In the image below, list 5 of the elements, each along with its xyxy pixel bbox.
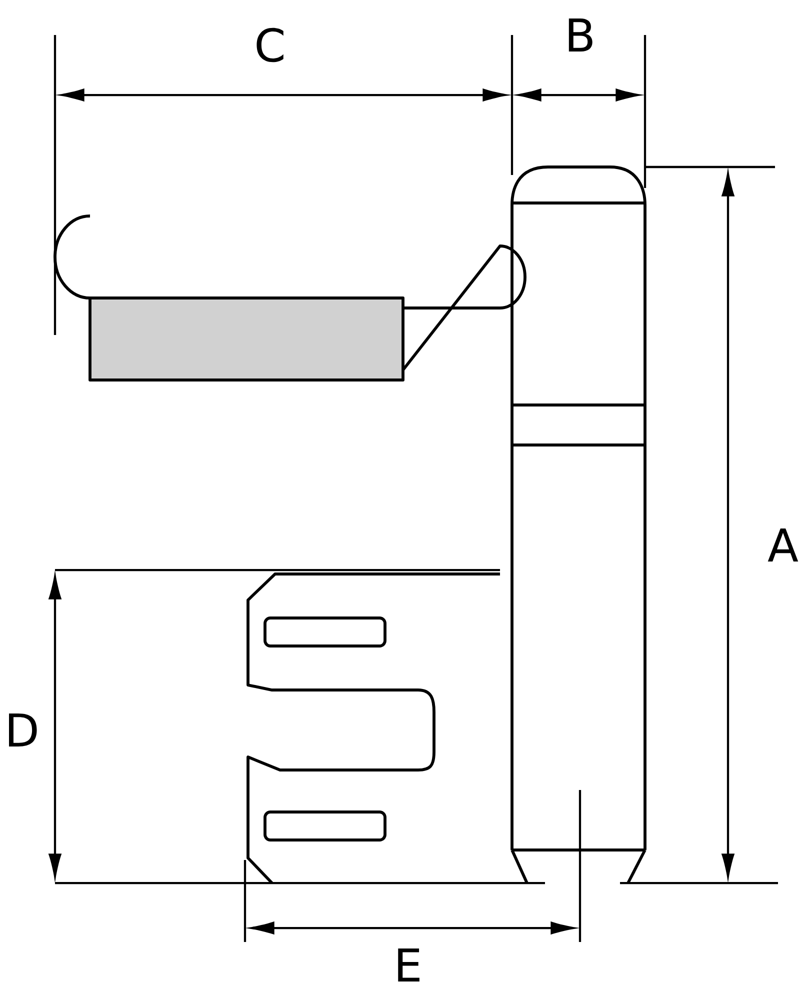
dimension-label: D bbox=[9, 714, 37, 747]
dimension-label: B bbox=[568, 18, 592, 52]
dimension-label: C bbox=[256, 28, 284, 62]
dimension-label: A bbox=[768, 528, 798, 562]
dimension-label: E bbox=[398, 948, 420, 982]
